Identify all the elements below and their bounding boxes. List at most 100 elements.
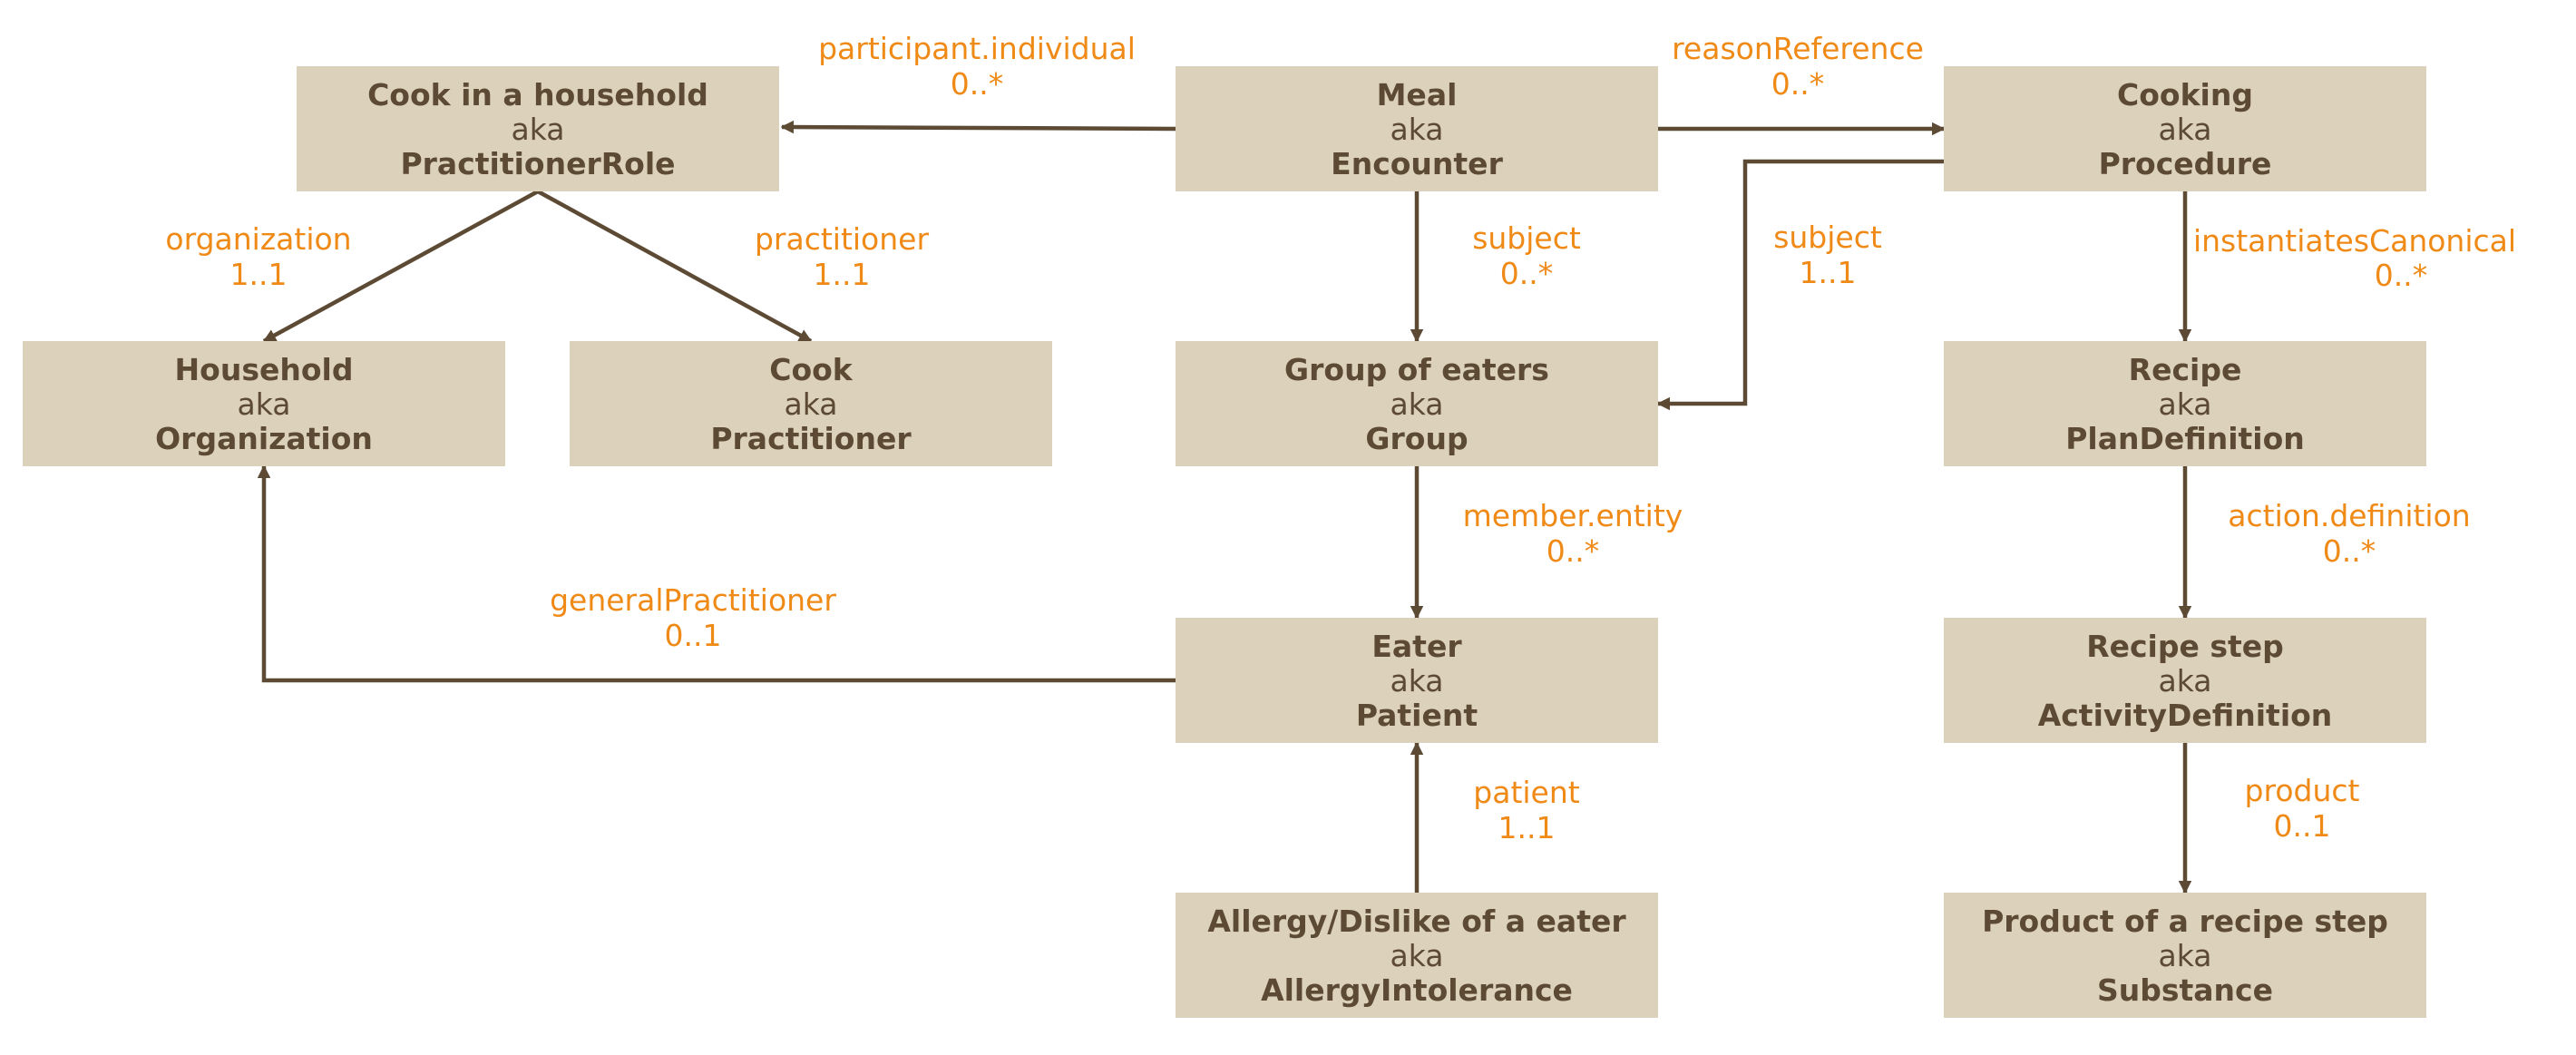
node-title: Allergy/Dislike of a eater xyxy=(1207,904,1626,939)
edge-cardinality: 0..* xyxy=(2323,533,2376,569)
edge-participant-individual-line xyxy=(780,120,1176,134)
node-title: Household xyxy=(175,352,354,387)
node-title: Product of a recipe step xyxy=(1982,904,2388,939)
edge-general-practitioner-line xyxy=(257,464,1176,683)
edge-cooking-subject xyxy=(1656,159,1944,411)
edge-cardinality: 0..* xyxy=(2375,258,2427,293)
node-aka: aka xyxy=(2159,112,2212,147)
node-title: Recipe xyxy=(2129,352,2242,387)
edge-label-name: patient xyxy=(1473,775,1579,810)
edge-cardinality: 1..1 xyxy=(1800,255,1857,290)
edge-cardinality: 0..* xyxy=(1771,66,1824,102)
edge-label-name: subject xyxy=(1773,220,1882,255)
edge-label-name: product xyxy=(2245,773,2360,808)
edge-cardinality: 0..* xyxy=(951,66,1003,102)
nodes-layer: Cook in a householdakaPractitionerRoleMe… xyxy=(23,66,2426,1018)
node-aka: aka xyxy=(238,386,291,422)
edge-organization xyxy=(262,190,540,343)
node-resource: PractitionerRole xyxy=(400,146,675,181)
edge-label-name: subject xyxy=(1472,220,1581,256)
node-aka: aka xyxy=(1390,112,1444,147)
node-resource: Practitioner xyxy=(710,421,912,456)
node-aka: aka xyxy=(1390,663,1444,698)
node-box xyxy=(1176,618,1658,743)
node-box xyxy=(297,66,779,191)
edge-label-name: instantiatesCanonical xyxy=(2193,223,2516,259)
node-aka: aka xyxy=(512,112,565,147)
node-box xyxy=(23,341,505,466)
node-box xyxy=(1944,341,2426,466)
edge-label-name: generalPractitioner xyxy=(550,582,836,618)
edge-cardinality: 0..1 xyxy=(665,618,722,653)
edge-practitioner-line xyxy=(536,190,813,343)
edge-label-name: member.entity xyxy=(1463,498,1683,533)
edge-label-name: practitioner xyxy=(755,221,930,257)
node-resource: Encounter xyxy=(1331,146,1503,181)
node-box xyxy=(1176,66,1658,191)
edge-cardinality: 1..1 xyxy=(1498,810,1556,845)
edge-label-name: organization xyxy=(165,221,351,257)
edge-cardinality: 1..1 xyxy=(814,257,871,292)
node-aka: aka xyxy=(785,386,838,422)
node-allergy: Allergy/Dislike of a eaterakaAllergyInto… xyxy=(1176,893,1658,1018)
edge-cardinality: 1..1 xyxy=(230,257,288,292)
node-aka: aka xyxy=(1390,938,1444,973)
edge-practitioner xyxy=(536,190,813,343)
edge-cooking-subject-line xyxy=(1656,159,1944,411)
node-resource: Group xyxy=(1365,421,1468,456)
node-title: Cook in a household xyxy=(367,77,708,112)
node-box xyxy=(1176,341,1658,466)
node-title: Meal xyxy=(1377,77,1458,112)
node-title: Recipe step xyxy=(2086,629,2284,664)
edges-layer xyxy=(257,120,2192,894)
node-resource: ActivityDefinition xyxy=(2038,698,2333,733)
node-box xyxy=(1944,893,2426,1018)
edge-organization-line xyxy=(262,190,540,343)
edge-cardinality: 0..1 xyxy=(2274,808,2331,844)
edge-labels-layer: participant.individual0..*reasonReferenc… xyxy=(165,31,2516,845)
node-box xyxy=(1944,66,2426,191)
node-resource: PlanDefinition xyxy=(2065,421,2305,456)
node-aka: aka xyxy=(2159,938,2212,973)
node-resource: Patient xyxy=(1356,698,1478,733)
node-title: Group of eaters xyxy=(1284,352,1549,387)
node-aka: aka xyxy=(2159,663,2212,698)
edge-label-name: action.definition xyxy=(2228,498,2470,533)
node-resource: AllergyIntolerance xyxy=(1261,972,1573,1008)
edge-cardinality: 0..* xyxy=(1500,256,1553,291)
edge-participant-individual xyxy=(780,120,1176,134)
node-title: Cook xyxy=(769,352,854,387)
node-resource: Procedure xyxy=(2099,146,2272,181)
node-box xyxy=(1176,893,1658,1018)
edge-cardinality: 0..* xyxy=(1547,533,1599,569)
edge-label-name: reasonReference xyxy=(1672,31,1924,66)
node-aka: aka xyxy=(1390,386,1444,422)
node-title: Cooking xyxy=(2117,77,2253,112)
edge-general-practitioner xyxy=(257,464,1176,683)
node-box xyxy=(570,341,1052,466)
edge-label-name: participant.individual xyxy=(818,31,1136,66)
node-resource: Organization xyxy=(155,421,373,456)
